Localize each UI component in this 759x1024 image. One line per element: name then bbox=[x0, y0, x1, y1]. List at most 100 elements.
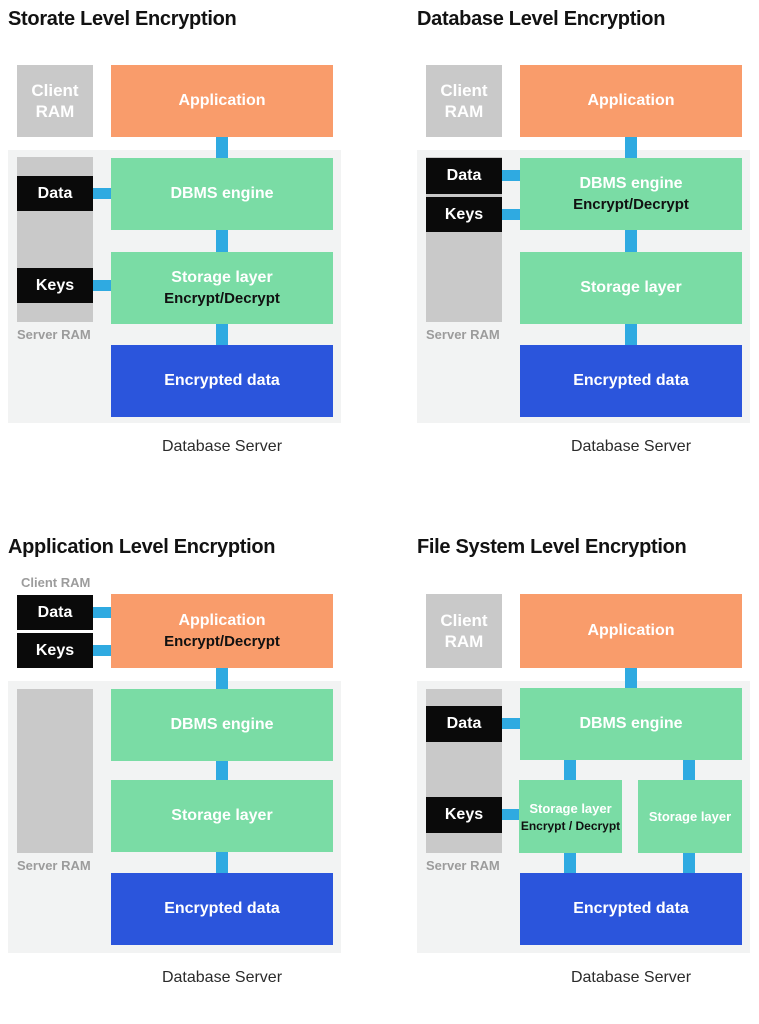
data-label: Data bbox=[37, 603, 73, 621]
client-ram-label: Client RAM bbox=[440, 80, 488, 121]
keys-label: Keys bbox=[444, 205, 484, 223]
connector-data-dbms bbox=[502, 170, 520, 181]
diagram-database-level-encryption: Database Level Encryption Client RAM App… bbox=[409, 0, 759, 512]
database-server-caption: Database Server bbox=[570, 438, 692, 455]
storage-layer-label: Storage layer bbox=[171, 269, 273, 286]
client-ram-label: Client RAM bbox=[31, 80, 79, 121]
data-box: Data bbox=[17, 595, 93, 630]
connector-dbms-storage bbox=[625, 230, 637, 252]
server-ram-label: Server RAM bbox=[426, 858, 500, 873]
application-box: Application bbox=[111, 65, 333, 137]
encrypted-data-box: Encrypted data bbox=[111, 873, 333, 945]
keys-box: Keys bbox=[17, 268, 93, 303]
encrypt-decrypt-label: Encrypt / Decrypt bbox=[520, 818, 621, 833]
connector-dbms-storage-right bbox=[683, 760, 695, 780]
database-server-caption: Database Server bbox=[161, 969, 283, 986]
storage-layer-plain-box: Storage layer bbox=[638, 780, 742, 853]
connector-keys-storage bbox=[93, 280, 111, 291]
data-label: Data bbox=[37, 184, 73, 202]
connector-storage-encrypted bbox=[625, 324, 637, 345]
diagram-storage-level-encryption: Storate Level Encryption Client RAM Appl… bbox=[0, 0, 350, 512]
connector-application-dbms bbox=[625, 137, 637, 158]
dbms-engine-box: DBMS engine Encrypt/Decrypt bbox=[520, 158, 742, 230]
application-label: Application bbox=[587, 92, 675, 109]
encrypted-data-label: Encrypted data bbox=[573, 900, 689, 917]
connector-dbms-storage bbox=[216, 760, 228, 780]
server-ram-label: Server RAM bbox=[17, 858, 91, 873]
client-ram-label: Client RAM bbox=[21, 575, 91, 590]
connector-storage-right-encrypted bbox=[683, 852, 695, 873]
connector-storage-left-encrypted bbox=[564, 852, 576, 873]
connector-dbms-storage bbox=[216, 230, 228, 252]
storage-layer-box: Storage layer bbox=[111, 780, 333, 852]
client-ram-label: Client RAM bbox=[440, 610, 488, 651]
application-box: Application Encrypt/Decrypt bbox=[111, 594, 333, 668]
keys-label: Keys bbox=[444, 806, 484, 823]
diagram-application-level-encryption: Application Level Encryption Client RAM … bbox=[0, 524, 350, 1024]
encrypt-decrypt-label: Encrypt/Decrypt bbox=[164, 290, 280, 307]
connector-data-dbms bbox=[93, 188, 111, 199]
data-box: Data bbox=[426, 158, 502, 194]
encrypted-data-box: Encrypted data bbox=[520, 345, 742, 417]
storage-layer-label: Storage layer bbox=[580, 279, 682, 296]
client-ram-box: Client RAM bbox=[426, 65, 502, 137]
connector-keys-storage-left bbox=[502, 809, 520, 820]
diagram-title: Database Level Encryption bbox=[417, 8, 666, 30]
database-server-caption: Database Server bbox=[570, 969, 692, 986]
encrypted-data-box: Encrypted data bbox=[520, 873, 742, 945]
dbms-engine-label: DBMS engine bbox=[579, 715, 683, 732]
diagram-title: Application Level Encryption bbox=[8, 536, 276, 558]
application-box: Application bbox=[520, 594, 742, 668]
data-box: Data bbox=[17, 176, 93, 211]
encrypted-data-label: Encrypted data bbox=[573, 372, 689, 389]
server-ram-label: Server RAM bbox=[17, 327, 91, 342]
data-label: Data bbox=[446, 167, 482, 184]
storage-layer-label: Storage layer bbox=[529, 800, 612, 816]
connector-data-application bbox=[93, 607, 111, 618]
dbms-engine-box: DBMS engine bbox=[111, 689, 333, 761]
diagram-title: File System Level Encryption bbox=[417, 536, 687, 558]
application-label: Application bbox=[178, 612, 266, 629]
connector-application-dbms bbox=[216, 137, 228, 158]
dbms-engine-box: DBMS engine bbox=[111, 158, 333, 230]
keys-box: Keys bbox=[426, 797, 502, 833]
encrypt-decrypt-label: Encrypt/Decrypt bbox=[573, 196, 689, 213]
connector-storage-encrypted bbox=[216, 852, 228, 873]
connector-storage-encrypted bbox=[216, 324, 228, 345]
data-label: Data bbox=[446, 715, 482, 732]
keys-box: Keys bbox=[426, 197, 502, 232]
application-label: Application bbox=[587, 622, 675, 639]
dbms-engine-label: DBMS engine bbox=[170, 716, 274, 733]
encrypted-data-label: Encrypted data bbox=[164, 372, 280, 389]
application-box: Application bbox=[520, 65, 742, 137]
encrypted-data-box: Encrypted data bbox=[111, 345, 333, 417]
keys-box: Keys bbox=[17, 633, 93, 668]
connector-dbms-storage-left bbox=[564, 760, 576, 780]
keys-label: Keys bbox=[35, 641, 75, 659]
database-server-caption: Database Server bbox=[161, 438, 283, 455]
application-label: Application bbox=[178, 92, 266, 109]
dbms-engine-box: DBMS engine bbox=[520, 688, 742, 760]
diagram-title: Storate Level Encryption bbox=[8, 8, 237, 30]
server-ram-label: Server RAM bbox=[426, 327, 500, 342]
dbms-engine-label: DBMS engine bbox=[579, 175, 683, 192]
connector-data-dbms bbox=[502, 718, 520, 729]
connector-application-dbms bbox=[625, 668, 637, 689]
storage-layer-box: Storage layer Encrypt/Decrypt bbox=[111, 252, 333, 324]
data-box: Data bbox=[426, 706, 502, 742]
storage-layer-box: Storage layer bbox=[520, 252, 742, 324]
encrypted-data-label: Encrypted data bbox=[164, 900, 280, 917]
connector-keys-application bbox=[93, 645, 111, 656]
storage-layer-label: Storage layer bbox=[171, 807, 273, 824]
server-ram-strip bbox=[17, 689, 93, 853]
client-ram-box: Client RAM bbox=[17, 65, 93, 137]
connector-keys-dbms bbox=[502, 209, 520, 220]
encrypt-decrypt-label: Encrypt/Decrypt bbox=[164, 633, 280, 650]
storage-layer-label: Storage layer bbox=[648, 809, 732, 824]
client-ram-box: Client RAM bbox=[426, 594, 502, 668]
keys-label: Keys bbox=[35, 276, 75, 294]
connector-application-dbms bbox=[216, 668, 228, 689]
dbms-engine-label: DBMS engine bbox=[170, 185, 274, 202]
storage-layer-encrypting-box: Storage layer Encrypt / Decrypt bbox=[519, 780, 622, 853]
